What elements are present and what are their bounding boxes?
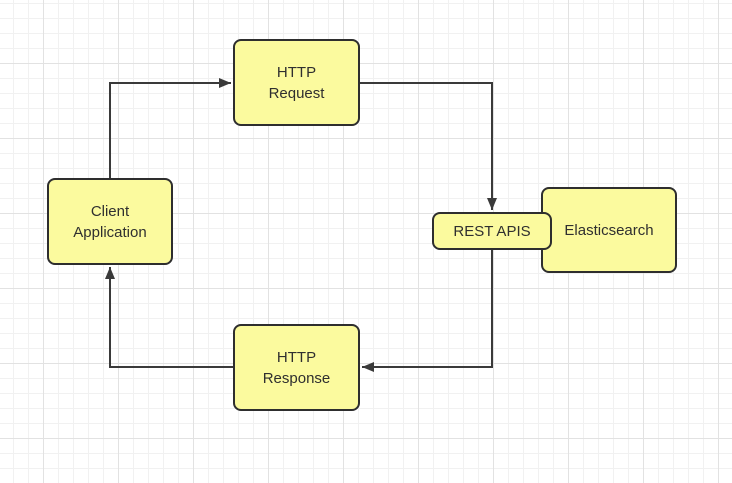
node-client-application[interactable]: Client Application	[47, 178, 173, 265]
node-http-response[interactable]: HTTP Response	[233, 324, 360, 411]
connector-client-to-http-request[interactable]	[109, 78, 231, 178]
node-client-application-label: Client Application	[73, 202, 147, 241]
node-elasticsearch[interactable]: Elasticsearch	[541, 187, 677, 273]
connector-rest-apis-to-http-response[interactable]	[362, 250, 493, 372]
node-http-request-label: HTTP Request	[268, 63, 325, 102]
connector-http-request-to-rest-apis[interactable]	[360, 82, 497, 210]
node-rest-apis[interactable]: REST APIS	[432, 212, 552, 250]
node-rest-apis-label: REST APIS	[453, 222, 531, 240]
connector-http-response-to-client[interactable]	[105, 267, 233, 368]
node-http-request[interactable]: HTTP Request	[233, 39, 360, 126]
node-http-response-label: HTTP Response	[262, 348, 331, 387]
node-elasticsearch-label: Elasticsearch	[564, 221, 654, 239]
